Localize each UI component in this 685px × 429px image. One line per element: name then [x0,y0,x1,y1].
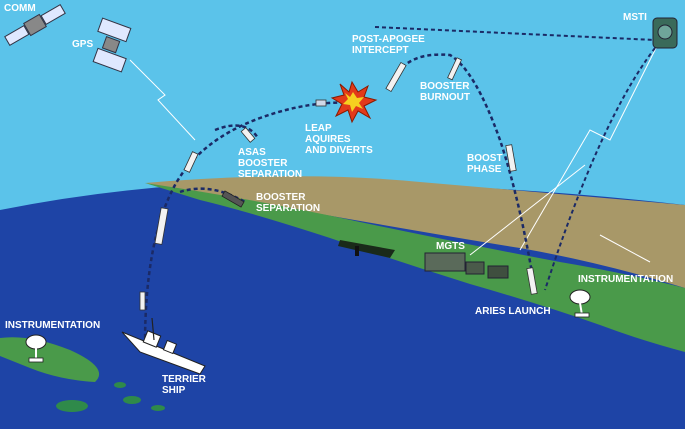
coast-marker [355,246,359,256]
msti-satellite [652,17,678,49]
explosion-core [343,92,364,112]
label-post-apogee: POST-APOGEE INTERCEPT [352,34,428,56]
island-small-2 [123,396,141,404]
gps-satellite [92,17,132,73]
label-comm: COMM [4,3,36,14]
island-small-4 [114,382,126,388]
booster-fall-trajectory [179,187,246,204]
terrier-ship [121,317,206,375]
island-small-1 [56,400,88,412]
island-small-3 [151,405,165,411]
booster-burnout-stage [447,57,462,81]
target-trajectory [399,53,537,291]
comm-satellite [4,3,66,47]
link-line-ground [469,164,586,256]
label-booster-separation: BOOSTER SEPARATION [256,192,320,214]
instrumentation-dish-right [569,289,591,318]
instrumentation-dish-left [25,334,47,363]
separated-booster [221,190,245,208]
label-booster-burnout: BOOSTER BURNOUT [420,81,472,103]
far-land [145,176,685,288]
label-asas: ASAS BOOSTER SEPARATION [238,147,302,180]
launch-booster [139,291,146,311]
island-left [0,337,100,382]
label-gps: GPS [72,39,93,50]
label-instrumentation-left: INSTRUMENTATION [5,320,100,331]
label-aries-launch: ARIES LAUNCH [475,306,551,317]
label-instrumentation-right: INSTRUMENTATION [578,274,673,285]
asas-booster-stage [183,151,199,173]
label-leap: LEAP AQUIRES AND DIVERTS [305,123,373,156]
label-mgts: MGTS [436,241,465,252]
target-missile [385,61,407,93]
msti-down-track [544,47,656,291]
aries-missile [526,267,538,295]
label-msti: MSTI [623,12,647,23]
boost-phase-missile [505,144,517,172]
coast-structure [338,240,395,258]
link-line-msti [519,39,661,251]
label-terrier-ship: TERRIER SHIP [162,374,209,396]
coastal-land [145,183,685,352]
leap-vehicle [315,99,327,107]
label-boost-phase: BOOST PHASE [467,153,505,175]
terrier-booster [154,207,169,245]
msti-track [374,26,656,41]
link-line-instr [599,234,651,263]
asas-fall-trajectory [214,124,260,139]
link-line-gps [129,59,196,141]
interceptor-trajectory [143,101,356,346]
asas-stage [240,127,256,143]
mgts-truck [424,252,509,279]
